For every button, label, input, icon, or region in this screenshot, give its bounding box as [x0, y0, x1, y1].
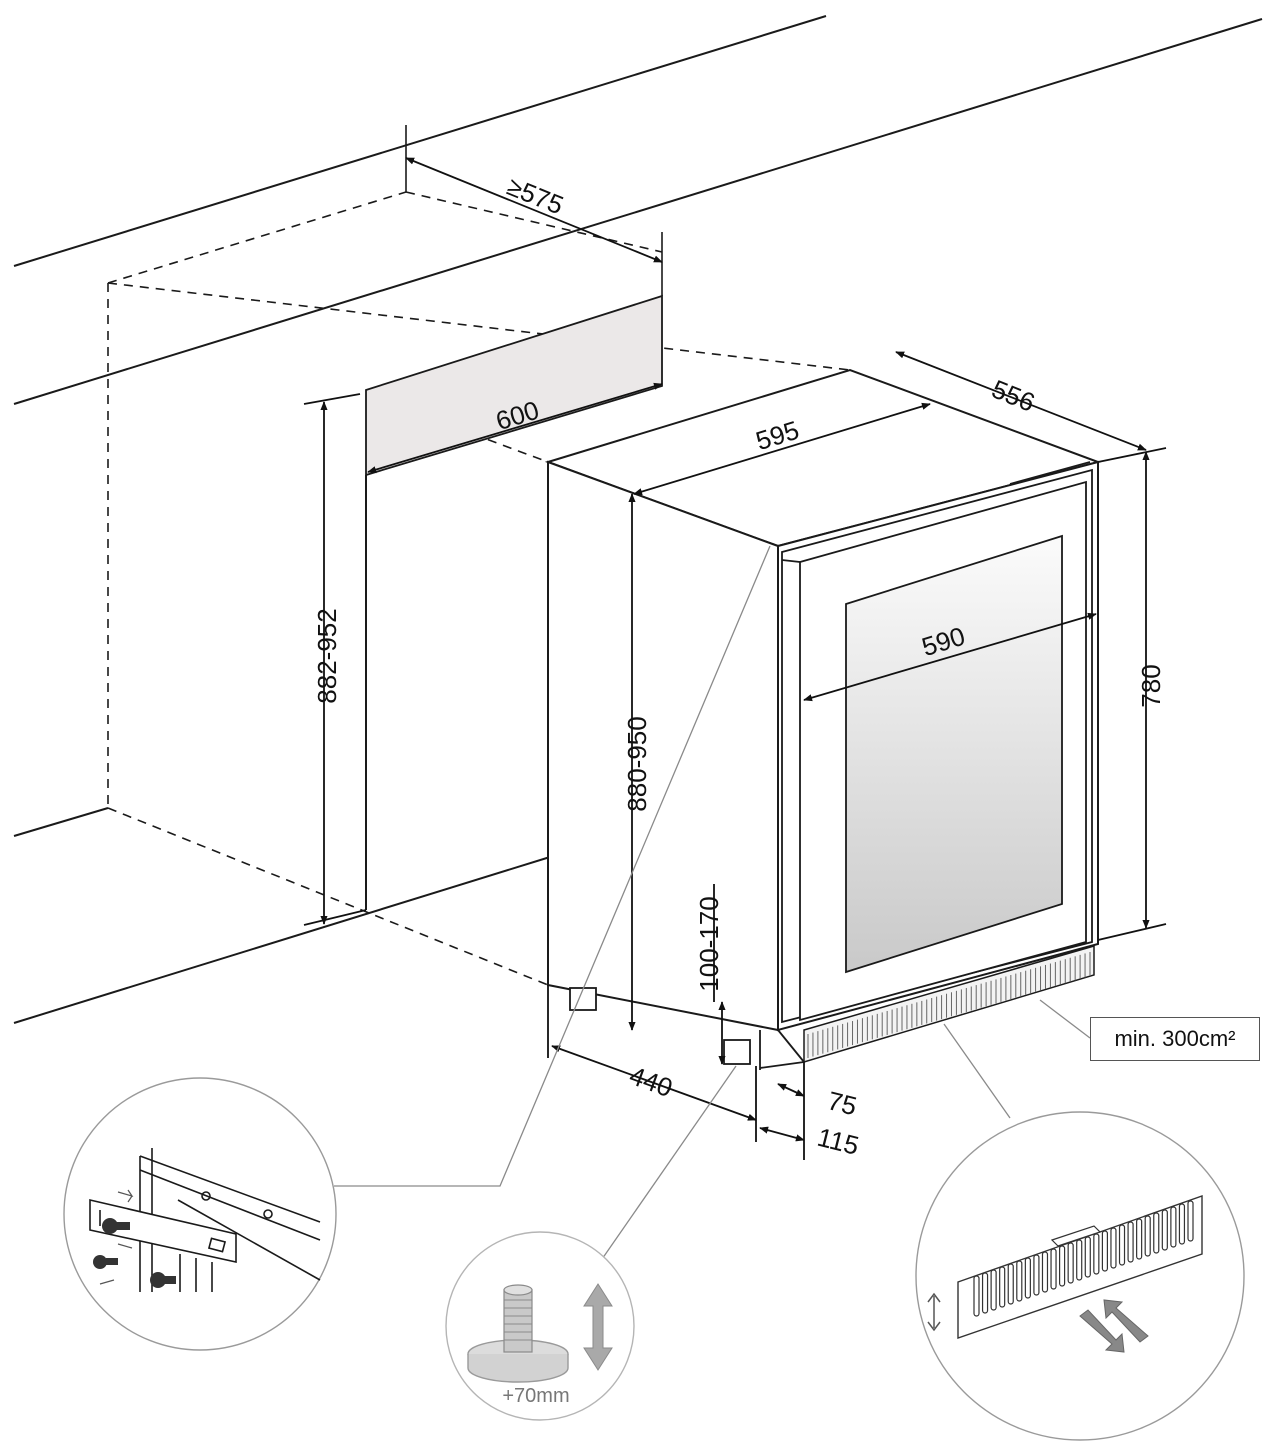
ventilation-note: min. 300cm² [1090, 1017, 1260, 1061]
dim-plinth-height: 100-170 [694, 896, 724, 991]
vertical-adjust-icon [927, 1292, 941, 1332]
detail-slat [1136, 1218, 1143, 1260]
detail-slat [1127, 1221, 1134, 1263]
dim-plinth-offset-1: 75 [825, 1085, 860, 1121]
callout-leaders [334, 545, 1091, 1263]
detail-slat [1170, 1206, 1177, 1248]
adjust-arrow-icon [583, 1283, 613, 1371]
detail-slat [981, 1272, 989, 1314]
detail-slat [1110, 1227, 1117, 1269]
detail-slat [1084, 1236, 1091, 1278]
detail-slat [1076, 1239, 1083, 1281]
detail-slat [1050, 1248, 1057, 1290]
detail-adjustable-foot: +70mm [445, 1231, 635, 1421]
dim-niche-depth: ≥575 [503, 171, 568, 220]
detail-slat [1093, 1233, 1100, 1275]
dim-appliance-height: 880-950 [622, 716, 652, 811]
detail-slat [1007, 1263, 1014, 1305]
detail-slat [1118, 1224, 1126, 1266]
dim-door-height: 780 [1136, 664, 1166, 707]
detail-slat [1144, 1215, 1151, 1257]
detail-bracket [63, 1077, 337, 1351]
dim-foot-depth: 440 [626, 1060, 677, 1103]
detail-slat [1024, 1257, 1031, 1299]
detail-vent-grille [915, 1111, 1245, 1441]
detail-slat [1153, 1212, 1160, 1254]
detail-slat [1067, 1242, 1074, 1284]
detail-slat [1016, 1260, 1023, 1302]
detail-slat [1187, 1200, 1194, 1242]
dim-appliance-depth: 556 [988, 374, 1039, 418]
dim-plinth-offset-2: 115 [814, 1122, 861, 1161]
foot-adjustment-label: +70mm [502, 1385, 569, 1407]
detail-slat [1033, 1254, 1040, 1296]
slide-arrows-icon [1079, 1299, 1149, 1353]
detail-slat [1041, 1251, 1049, 1293]
detail-slat [973, 1275, 980, 1317]
detail-slat [1178, 1203, 1186, 1245]
detail-slat [999, 1266, 1006, 1308]
dim-niche-height: 882-952 [312, 608, 342, 703]
detail-slat [1101, 1230, 1109, 1272]
dimension-lines [303, 157, 1167, 1160]
detail-slat [1161, 1209, 1168, 1251]
appliance-door [781, 461, 1093, 1024]
ventilation-grille [803, 945, 1095, 1064]
detail-slat [1058, 1245, 1066, 1287]
detail-slat [990, 1269, 997, 1311]
